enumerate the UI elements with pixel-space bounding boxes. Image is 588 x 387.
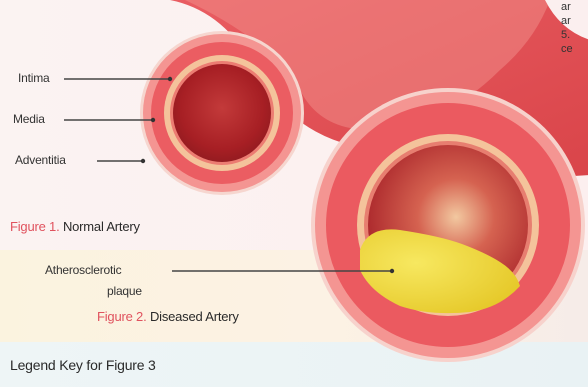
figure1-title: Normal Artery [63,219,140,234]
normal-artery-cross-section [140,31,304,195]
plaque-label-line2: plaque [107,284,142,298]
clipped-side-text: ar ar 5. ce [561,0,588,56]
intima-label: Intima [18,71,49,85]
plaque-label-line1: Atherosclerotic [45,263,121,277]
clipped-text-line: ar [561,14,588,28]
figure2-number: Figure 2. [97,309,147,324]
clipped-text-line: ar [561,0,588,14]
legend-title: Legend Key for Figure 3 [10,357,156,373]
figure2-caption: Figure 2. Diseased Artery [97,309,239,324]
clipped-text-line: ce [561,42,588,56]
figure2-title: Diseased Artery [150,309,239,324]
diseased-artery-cross-section [311,88,585,362]
figure1-caption: Figure 1. Normal Artery [10,219,140,234]
clipped-text-line: 5. [561,28,588,42]
adventitia-label: Adventitia [15,153,66,167]
media-label: Media [13,112,45,126]
figure1-number: Figure 1. [10,219,60,234]
